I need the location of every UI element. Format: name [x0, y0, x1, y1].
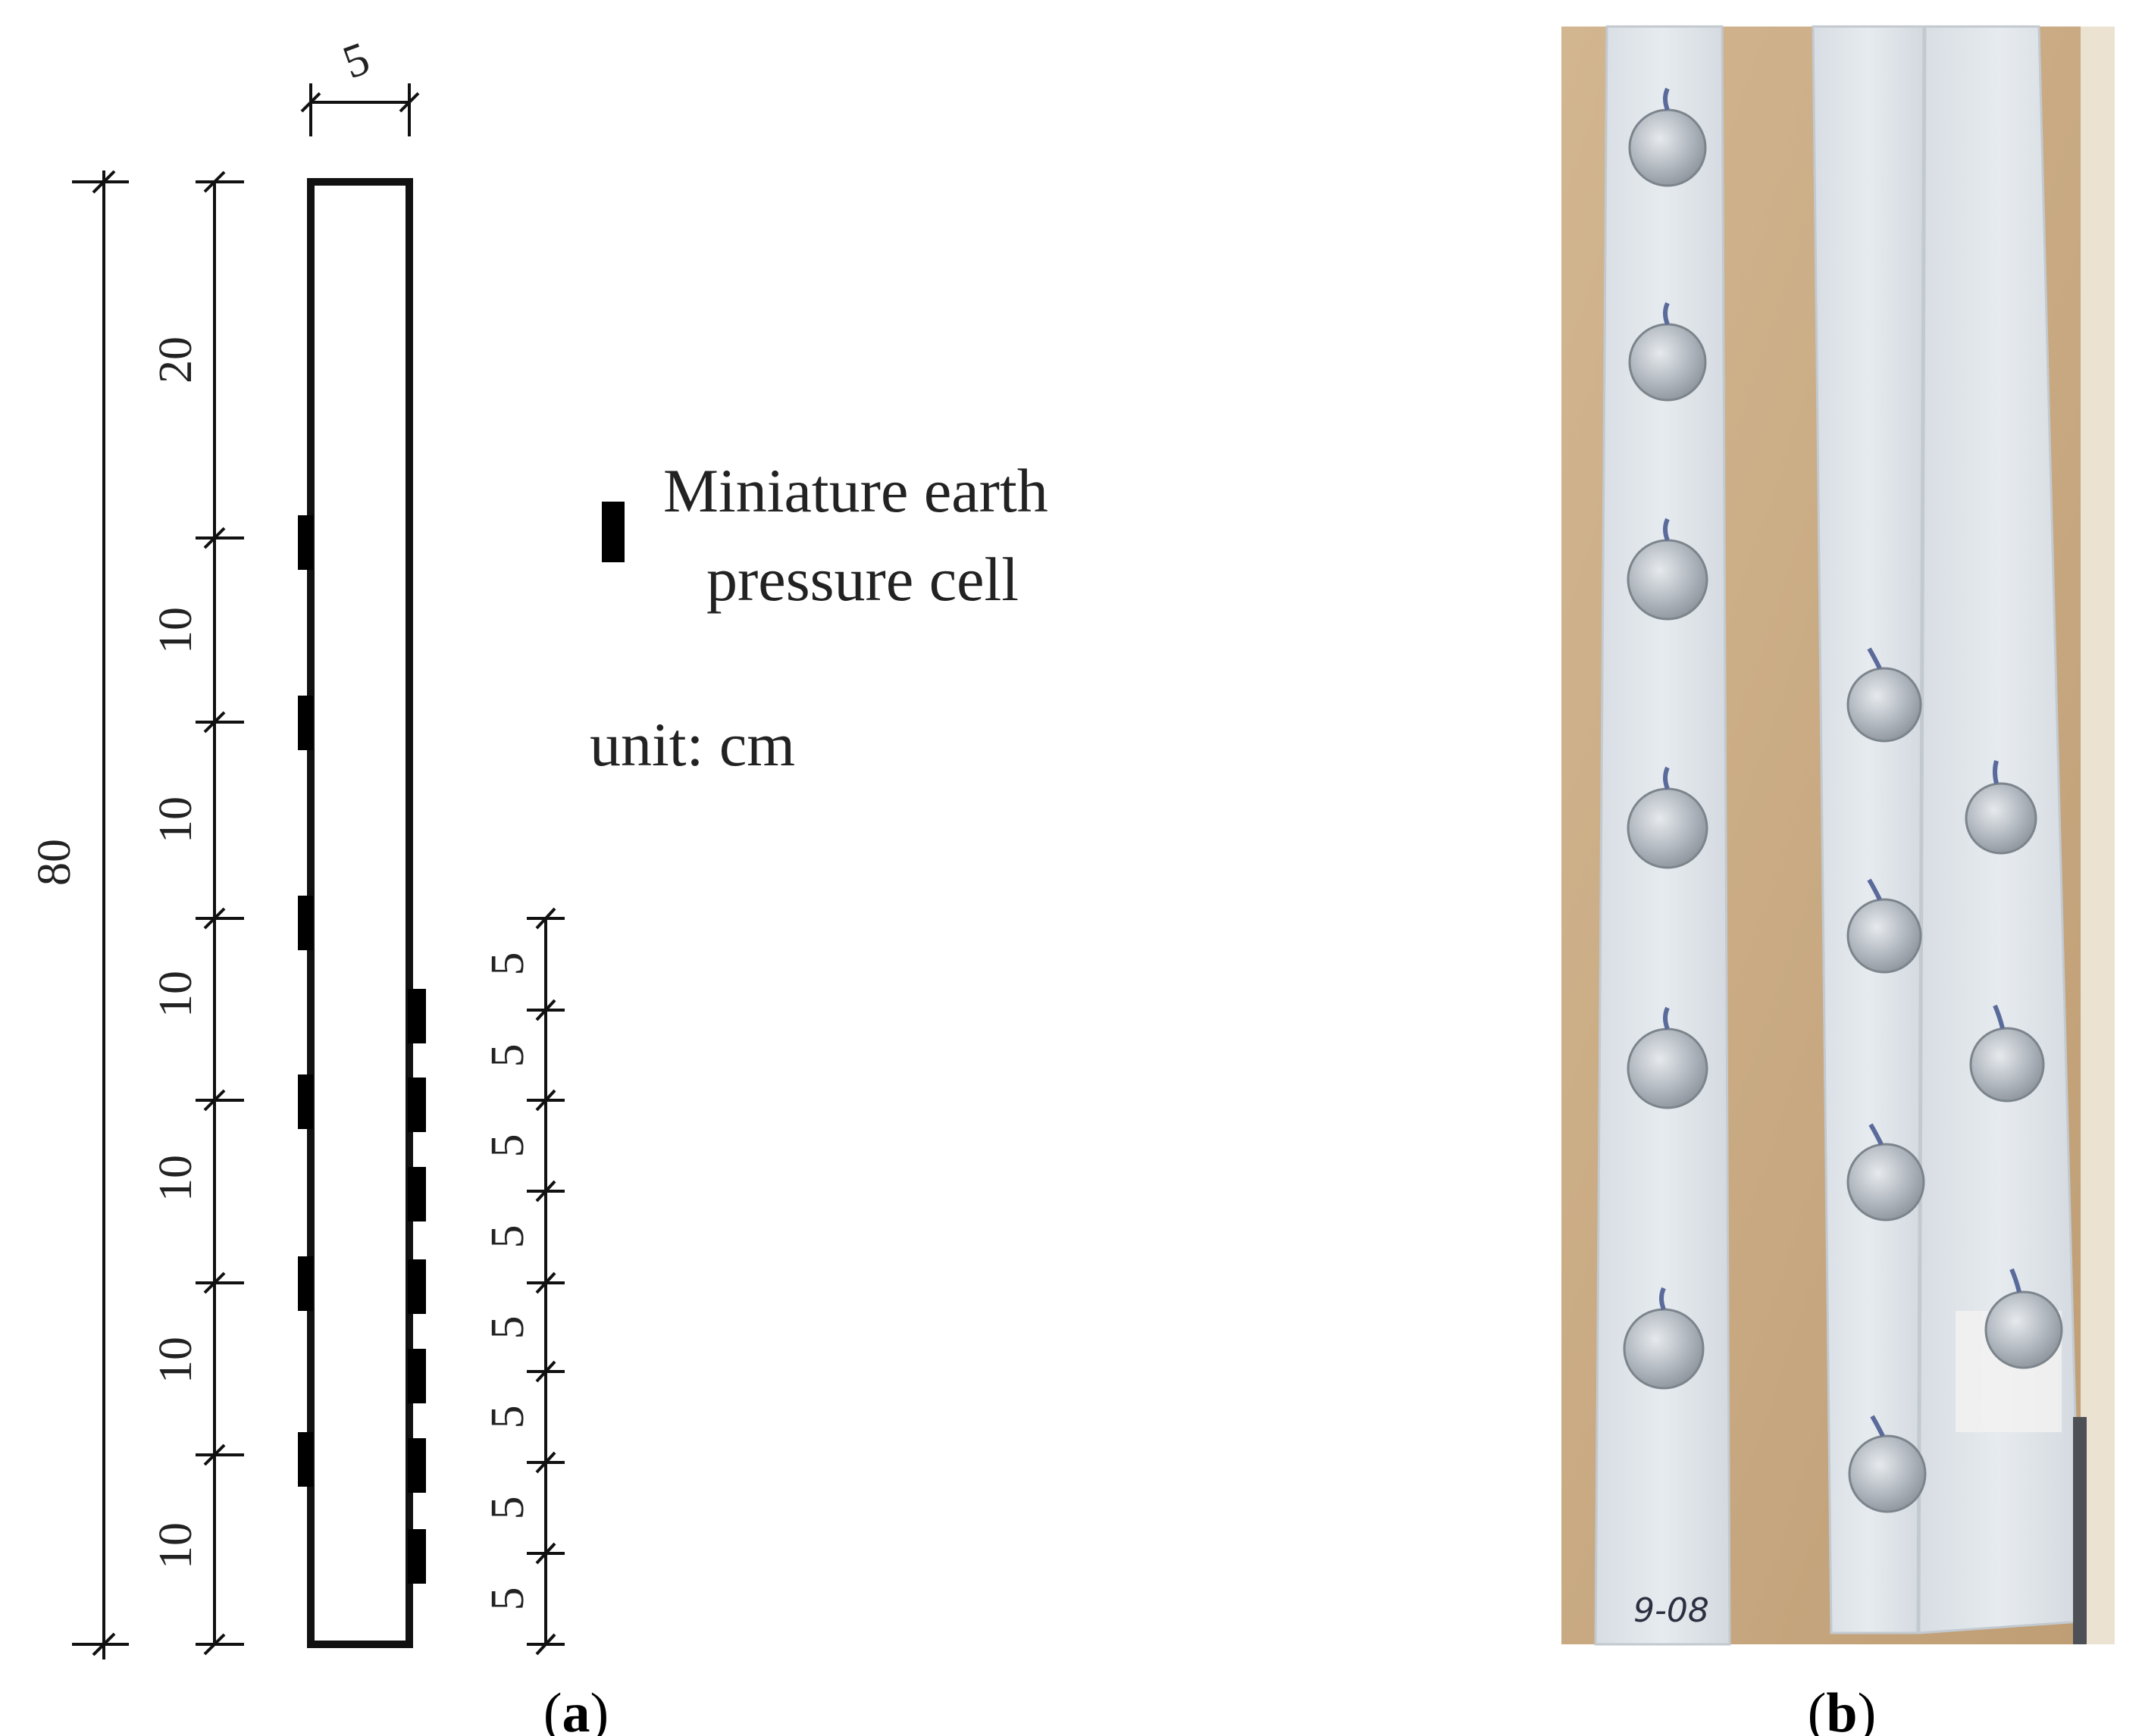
pressure-cell: [408, 1349, 426, 1403]
sensor-cell: [1984, 1290, 2063, 1369]
pile-outline: [307, 178, 413, 1648]
pressure-cell: [298, 896, 313, 950]
legend-line-2: pressure cell: [706, 545, 1019, 614]
sensor-cell: [1848, 1434, 1927, 1513]
legend-pressure-cell-icon: [602, 502, 625, 562]
unit-label: unit: cm: [590, 710, 795, 779]
left-dim-label-7: 10: [150, 1522, 202, 1569]
left-dim-label-1: 20: [150, 336, 202, 383]
left-dim-label-4: 10: [150, 971, 202, 1018]
pressure-cell: [408, 1529, 426, 1584]
right-dim-label-7: 5: [482, 1497, 534, 1520]
panel-b-photo: 9-08 (b): [1561, 25, 2115, 1736]
total-height-label: 80: [29, 839, 80, 886]
sensor-cell: [1628, 323, 1707, 402]
cable: [2073, 1417, 2087, 1644]
panel-a-diagram: 5 80 20 10 10 10 10 1: [29, 33, 1048, 1736]
width-label: 5: [337, 33, 376, 89]
caption-b: (b): [1808, 1682, 1876, 1736]
board-1-cells: [1623, 108, 1708, 1390]
sensor-wires: [1659, 87, 2021, 1437]
right-dim-label-2: 5: [482, 1044, 534, 1068]
right-dim-label-5: 5: [482, 1316, 534, 1340]
left-dim-label-6: 10: [150, 1337, 202, 1384]
sensor-cell: [1628, 108, 1707, 187]
right-dim-label-3: 5: [482, 1134, 534, 1158]
pressure-cell: [298, 1432, 313, 1487]
caption-a: (a): [543, 1682, 609, 1736]
sensor-cell: [1627, 1028, 1708, 1109]
sensor-cell: [1627, 539, 1708, 621]
right-dim-label-1: 5: [482, 952, 534, 976]
legend-line-1: Miniature earth: [663, 456, 1048, 525]
pressure-cell: [408, 1259, 426, 1314]
left-pressure-cells: [298, 515, 313, 1487]
sensor-cell: [1969, 1027, 2045, 1103]
sensor-cell: [1627, 787, 1708, 869]
pile-board-2: [1812, 25, 1925, 1634]
right-dim-label-8: 5: [482, 1587, 534, 1611]
left-dim-label-5: 10: [150, 1155, 202, 1202]
sensor-cell: [1846, 667, 1922, 743]
width-dimension: [300, 83, 420, 136]
right-dim-label-6: 5: [482, 1406, 534, 1429]
right-dim-label-4: 5: [482, 1225, 534, 1249]
sensor-cell: [1965, 782, 2037, 855]
right-dimension-chain: [527, 907, 565, 1656]
sensor-cell: [1846, 898, 1922, 974]
pressure-cell: [408, 1078, 426, 1132]
pressure-cell: [408, 989, 426, 1043]
total-height-dimension: [72, 170, 129, 1659]
left-dimension-chain: [196, 170, 244, 1656]
pressure-cell: [298, 696, 313, 750]
pressure-cell: [298, 1256, 313, 1311]
pressure-cell: [408, 1438, 426, 1493]
sensor-cell: [1623, 1308, 1705, 1390]
board-note: 9-08: [1633, 1591, 1709, 1630]
right-pressure-cells: [408, 989, 426, 1584]
left-dim-label-3: 10: [150, 796, 202, 843]
board-2-cells: [1846, 667, 1927, 1513]
board-3-cells: [1965, 782, 2063, 1369]
left-dim-label-2: 10: [150, 607, 202, 654]
pressure-cell: [298, 1074, 313, 1129]
sensor-cell: [1846, 1143, 1925, 1221]
pressure-cell: [298, 515, 313, 570]
photo-wall: [2081, 27, 2115, 1644]
pressure-cell: [408, 1167, 426, 1221]
